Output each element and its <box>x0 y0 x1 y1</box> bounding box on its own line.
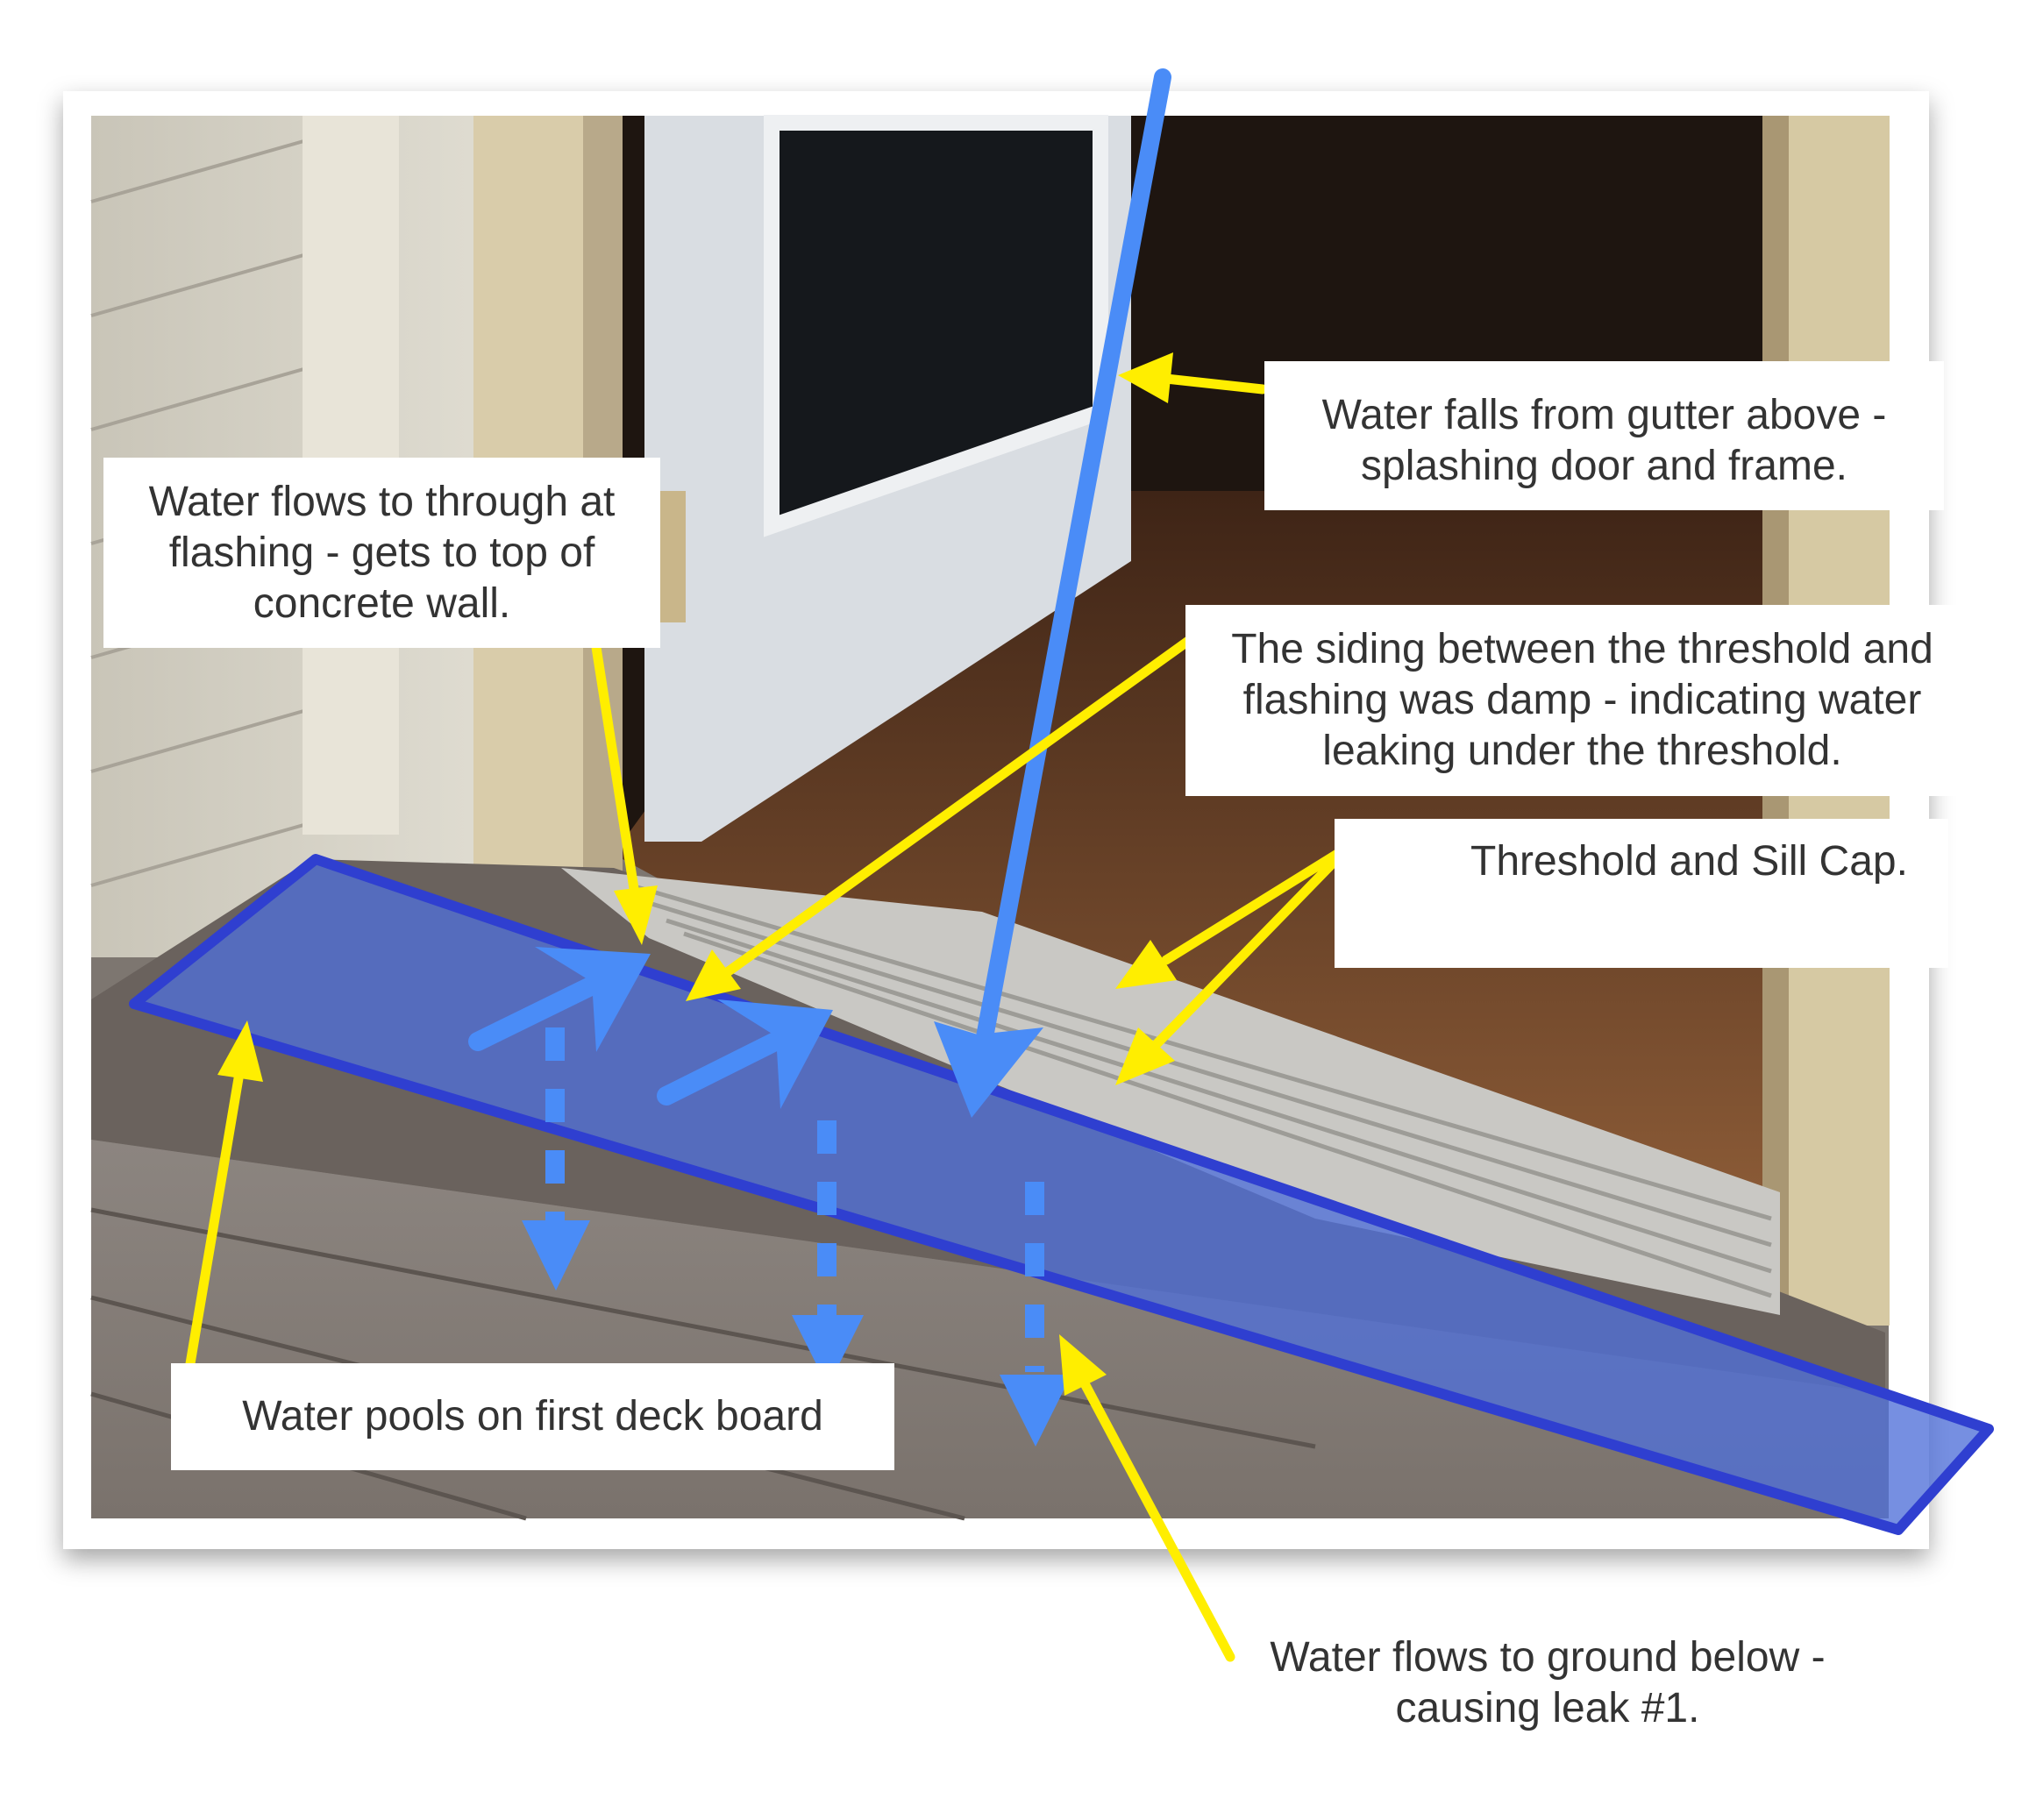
callout-pools: Water pools on first deck board <box>171 1363 894 1470</box>
annotation-arrows <box>181 352 1354 1662</box>
splash-arrow-1-line <box>468 965 623 1051</box>
callout-gutter: Water falls from gutter above - splashin… <box>1264 361 1944 510</box>
callout-pools-line1: Water pools on first deck board <box>242 1393 823 1440</box>
threshold-sill <box>561 868 1780 1315</box>
caption-ground-line2: causing leak #1. <box>1395 1685 1700 1731</box>
callout-siding-line3: leaking under the threshold. <box>1322 728 1842 774</box>
callout-threshold: Threshold and Sill Cap. <box>1335 819 1948 968</box>
ground-pointer <box>1080 1380 1235 1662</box>
callout-siding-line1: The siding between the threshold and <box>1231 626 1933 672</box>
door-hinge <box>659 491 686 622</box>
callout-flashing-line1: Water flows to through at <box>148 478 616 525</box>
callout-threshold-line1: Threshold and Sill Cap. <box>1470 838 1908 885</box>
callout-flashing: Water flows to through at flashing - get… <box>103 458 660 648</box>
ground-pointer-head <box>1059 1334 1107 1396</box>
flashing-pointer <box>584 597 640 899</box>
caption-ground-line1: Water flows to ground below - <box>1270 1634 1826 1681</box>
gutter-pointer-head <box>1118 352 1173 403</box>
threshold-pointer-1-head <box>1115 940 1177 989</box>
pools-pointer-head <box>217 1020 263 1082</box>
callout-gutter-line2: splashing door and frame. <box>1361 443 1847 489</box>
water-flow <box>468 68 1171 1447</box>
threshold-pointer-2-head <box>1115 1027 1175 1085</box>
threshold-pointer-2 <box>1152 842 1354 1049</box>
callout-flashing-line3: concrete wall. <box>253 579 511 627</box>
drip-arrow-1-head <box>522 1220 590 1290</box>
siding-pointer-head <box>686 949 741 1001</box>
callout-siding-line2: flashing was damp - indicating water <box>1242 677 1922 723</box>
gutter-pointer <box>1161 373 1268 395</box>
falling-water-line <box>972 68 1171 1070</box>
callout-flashing-line2: flashing - gets to top of <box>168 529 595 576</box>
drip-arrow-3-head <box>1000 1375 1071 1447</box>
drip-arrow-2-head <box>792 1315 864 1387</box>
falling-water-arrowhead <box>934 1021 1043 1118</box>
pools-pointer <box>181 1073 244 1395</box>
splash-arrow-1-head <box>535 947 651 1052</box>
flashing-pointer-head <box>614 885 658 945</box>
siding-pointer <box>721 629 1202 978</box>
callout-gutter-line1: Water falls from gutter above - <box>1321 392 1887 438</box>
threshold-pointer-1 <box>1161 842 1354 965</box>
callout-siding: The siding between the threshold and fla… <box>1185 605 1979 796</box>
caption-ground: Water flows to ground below - causing le… <box>1214 1632 1881 1734</box>
splash-arrow-2-head <box>717 999 833 1109</box>
